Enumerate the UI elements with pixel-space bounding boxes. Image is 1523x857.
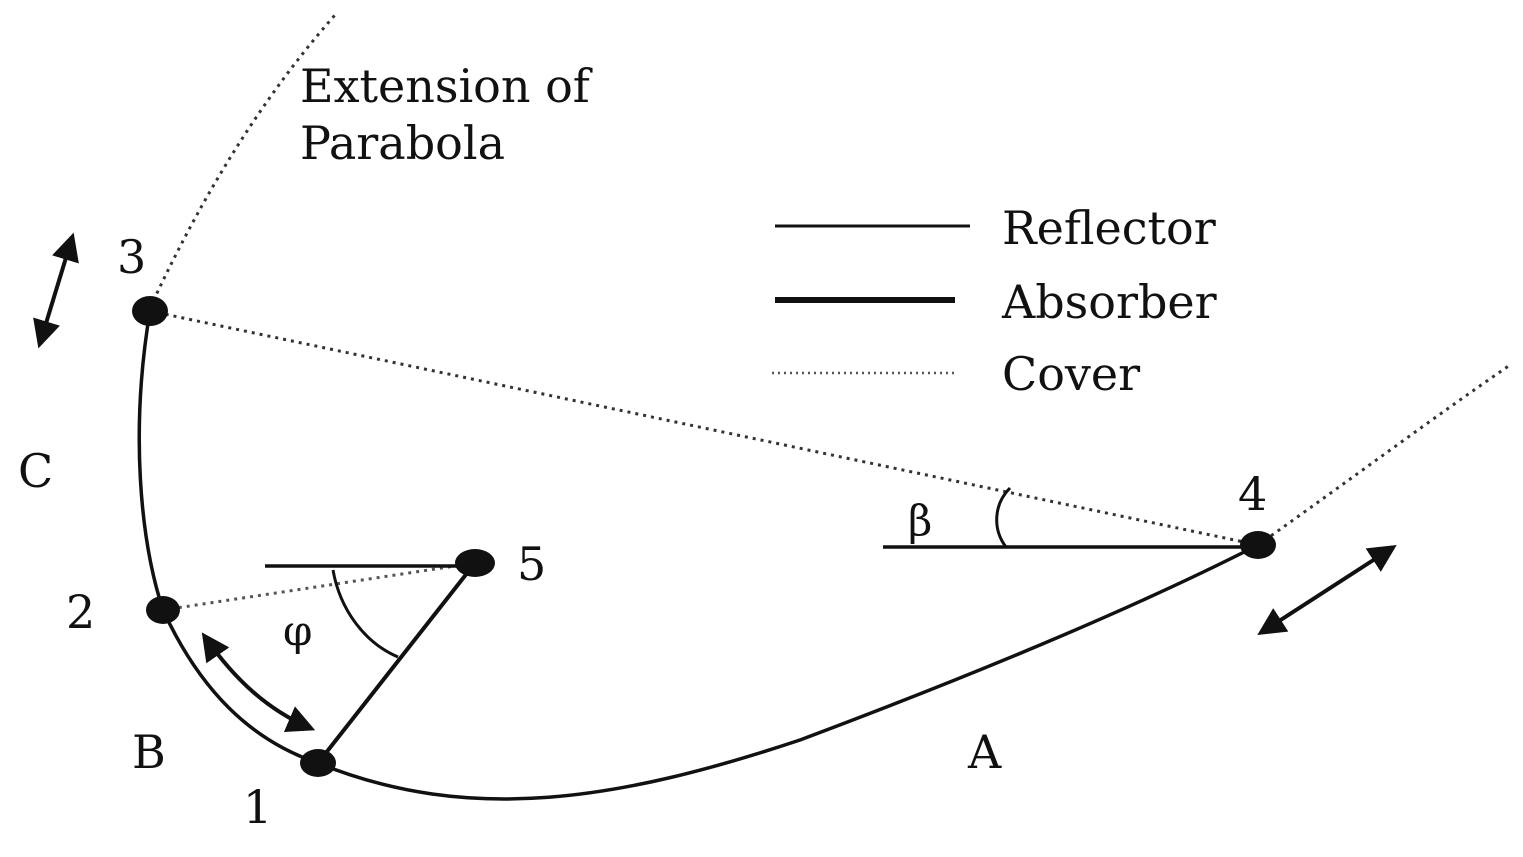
- annotation-line-1: Extension of: [300, 59, 593, 113]
- point-2-marker: [146, 596, 180, 624]
- segment-c-label: C: [18, 444, 53, 498]
- legend: Reflector Absorber Cover: [772, 201, 1217, 401]
- segment-a-label: A: [967, 725, 1002, 779]
- point-1-label: 1: [243, 780, 272, 834]
- legend-reflector-label: Reflector: [1002, 201, 1216, 255]
- point-3-label: 3: [117, 230, 146, 284]
- legend-absorber-label: Absorber: [1001, 275, 1217, 329]
- point-4-marker: [1240, 531, 1276, 559]
- point-1-marker: [300, 749, 336, 777]
- beta-angle-arc: [995, 486, 1012, 548]
- absorber-fin: [316, 561, 477, 765]
- double-arrow-point-3: [33, 232, 79, 349]
- beta-label: β: [908, 496, 932, 545]
- annotation-line-2: Parabola: [300, 116, 505, 170]
- dotted-line-2-5: [162, 561, 476, 612]
- parabola-extension-right: [1257, 363, 1511, 547]
- point-4-label: 4: [1238, 467, 1267, 521]
- point-2-label: 2: [66, 585, 95, 639]
- reflector-curve: [137, 310, 1259, 801]
- phi-label: φ: [283, 606, 312, 655]
- parabola-extension-top: [148, 14, 337, 309]
- point-5-marker: [455, 549, 495, 577]
- point-3-marker: [132, 296, 168, 326]
- legend-cover-label: Cover: [1002, 347, 1140, 401]
- point-5-label: 5: [517, 537, 546, 591]
- double-arrow-point-4: [1257, 544, 1397, 636]
- segment-b-label: B: [132, 725, 166, 779]
- phi-angle-arc: [331, 569, 399, 659]
- double-arrow-fin-base: [201, 632, 316, 733]
